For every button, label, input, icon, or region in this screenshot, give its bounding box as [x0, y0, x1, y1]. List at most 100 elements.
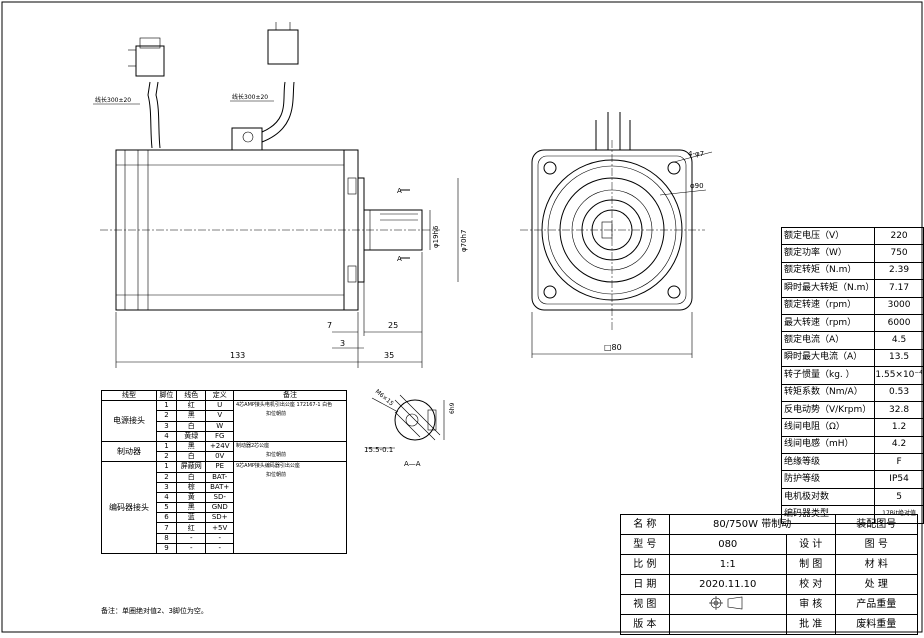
- spec-row: 额定转速（rpm）3000: [780, 296, 924, 315]
- pin-number: 2: [155, 410, 177, 422]
- dim-length-35: 35: [384, 351, 394, 360]
- spec-row: 转子惯量（kg. ）1.55×10⁻⁴: [780, 366, 924, 385]
- pin-group-note: 制动器2芯公座扣位朝前: [233, 440, 347, 463]
- pin-color: 黄绿: [175, 430, 207, 442]
- tb-model-label: 型 号: [620, 534, 670, 555]
- pin-color: 屏蔽网: [175, 461, 207, 473]
- pin-footnote: 备注：单圈绝对值2、3脚位为空。: [101, 607, 208, 615]
- spec-row: 额定功率（W）750: [780, 244, 924, 263]
- spec-row: 最大转速（rpm）6000: [780, 313, 924, 333]
- projection-symbol: [668, 594, 787, 615]
- tb-name-label: 名 称: [620, 514, 670, 535]
- spec-label: 绝缘等级: [780, 453, 876, 472]
- pin-number: 3: [155, 481, 177, 493]
- dim-shaft-dia: φ19h6: [432, 225, 440, 248]
- dim-bolt-circle: φ90: [690, 182, 704, 190]
- pin-group-note: 4芯AMP接头电机引出公座 172167-1 白色扣位朝前: [233, 400, 347, 442]
- dim-pilot-dia: φ70h7: [460, 230, 468, 252]
- section-mark-bottom: A: [397, 255, 402, 263]
- spec-value: 0.53: [874, 383, 924, 402]
- spec-value: 13.5: [874, 348, 924, 368]
- pin-def: U: [205, 400, 234, 412]
- tb-review: 审 核: [785, 594, 836, 615]
- spec-row: 额定电压（V）220: [780, 226, 924, 246]
- spec-row: 线间电阻（Ω）1.2: [780, 418, 924, 437]
- pin-header-def: 定义: [205, 389, 234, 402]
- dim-key-depth: 15.5-0.1: [364, 446, 393, 454]
- pin-group-note-text: 4芯AMP接头电机引出公座 172167-1 白色: [236, 402, 333, 409]
- spec-label: 线间电阻（Ω）: [780, 418, 876, 437]
- pin-color: 白: [175, 471, 207, 483]
- spec-value: 750: [874, 244, 924, 263]
- tb-view-label: 视 图: [620, 594, 670, 615]
- pin-def: +24V: [205, 440, 234, 453]
- pin-group-note-text: 9芯AMP接头编码器引出公座: [236, 463, 300, 470]
- pin-header-type: 线型: [101, 389, 157, 402]
- pin-def: BAT+: [205, 481, 234, 493]
- dim-length-133: 133: [230, 351, 245, 360]
- tb-check: 校 对: [785, 574, 836, 595]
- spec-value: 32.8: [874, 400, 924, 420]
- section-label: A—A: [404, 460, 421, 468]
- spec-label: 最大转速（rpm）: [780, 313, 876, 333]
- pin-number: 2: [155, 451, 177, 463]
- spec-value: 7.17: [874, 279, 924, 298]
- pin-def: SD-: [205, 491, 234, 504]
- tb-model-value: 080: [668, 534, 787, 555]
- spec-label: 电机极对数: [780, 487, 876, 507]
- pin-def: GND: [205, 502, 234, 514]
- spec-label: 额定电流（A）: [780, 331, 876, 350]
- pin-color: -: [175, 532, 207, 544]
- tb-approve: 批 准: [785, 614, 836, 635]
- spec-value: 2.39: [874, 261, 924, 281]
- dim-holes: 4-φ7: [688, 150, 704, 158]
- pin-color: 蓝: [175, 512, 207, 524]
- spec-label: 转矩系数（Nm/A）: [780, 383, 876, 402]
- pin-row: 9--: [102, 542, 347, 555]
- pin-header-color: 线色: [175, 389, 207, 402]
- pin-number: 3: [155, 420, 177, 432]
- spec-value: 3000: [874, 296, 924, 315]
- tb-scale-value: 1:1: [668, 554, 787, 575]
- section-view: M6×15 6h9 15.5-0.1 A—A: [364, 388, 456, 468]
- spec-row: 线间电感（mH）4.2: [780, 435, 924, 455]
- tb-product-weight: 产品重量: [834, 594, 919, 615]
- tb-date-label: 日 期: [620, 574, 670, 595]
- spec-label: 防护等级: [780, 470, 876, 489]
- pin-color: 黄: [175, 491, 207, 504]
- tb-scale-label: 比 例: [620, 554, 670, 575]
- dim-key-width: 6h9: [449, 402, 456, 414]
- pin-number: 1: [155, 400, 177, 412]
- spec-label: 瞬时最大转矩（N.m）: [780, 279, 876, 298]
- pin-def: FG: [205, 430, 234, 442]
- spec-label: 额定功率（W）: [780, 244, 876, 263]
- tb-assembly: 装配图号: [834, 514, 919, 535]
- lock-side-label: 扣位朝前: [266, 451, 287, 458]
- spec-label: 线间电感（mH）: [780, 435, 876, 455]
- pin-def: 0V: [205, 451, 234, 463]
- spec-row: 反电动势（V/Krpm）32.8: [780, 400, 924, 420]
- tb-drawing-no: 图 号: [834, 534, 919, 555]
- pin-header-note: 备注: [233, 389, 347, 402]
- spec-row: 瞬时最大电流（A）13.5: [780, 348, 924, 368]
- pin-color: 红: [175, 400, 207, 412]
- pin-def: BAT-: [205, 471, 234, 483]
- pin-number: 2: [155, 471, 177, 483]
- pin-color: 棕: [175, 481, 207, 493]
- pin-number: 8: [155, 532, 177, 544]
- spec-label: 额定转速（rpm）: [780, 296, 876, 315]
- tb-design: 设 计: [785, 534, 836, 555]
- spec-label: 反电动势（V/Krpm）: [780, 400, 876, 420]
- pin-group-name: 制动器: [101, 440, 157, 463]
- dim-flange-square: □80: [604, 343, 622, 352]
- spec-value: 1.2: [874, 418, 924, 437]
- spec-row: 瞬时最大转矩（N.m）7.17: [780, 279, 924, 298]
- spec-label: 瞬时最大电流（A）: [780, 348, 876, 368]
- spec-label: 额定转矩（N.m）: [780, 261, 876, 281]
